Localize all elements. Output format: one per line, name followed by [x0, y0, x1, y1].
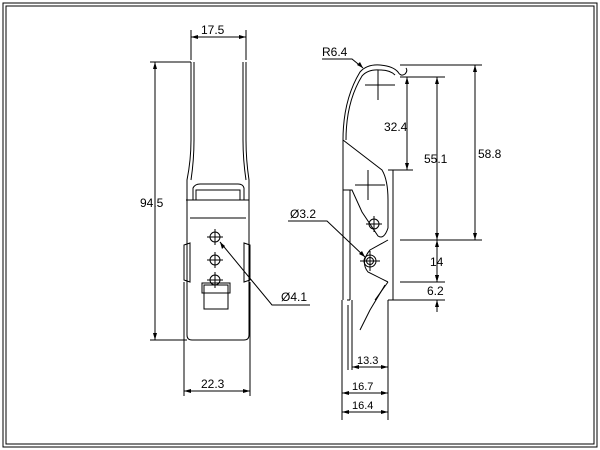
- dim-bottom-width: 22.3: [201, 377, 225, 391]
- dim-13-3: 13.3: [357, 355, 378, 367]
- dim-6-2: 6.2: [427, 284, 444, 298]
- dim-55-1: 55.1: [424, 152, 448, 166]
- dim-16-4: 16.4: [352, 400, 373, 412]
- dim-pivot-diameter: Ø3.2: [290, 207, 316, 221]
- dim-radius: R6.4: [322, 45, 348, 59]
- dim-14: 14: [430, 255, 444, 269]
- dim-58-8: 58.8: [478, 147, 502, 161]
- hole-marks: [207, 229, 223, 288]
- side-view: R6.4 32.4 55.1 58.8 14 6.2 Ø3.2 13.3 16.…: [288, 45, 502, 420]
- dim-top-width: 17.5: [201, 23, 225, 37]
- dim-32-4: 32.4: [384, 120, 408, 134]
- dim-16-7: 16.7: [352, 381, 373, 393]
- inner-frame: [5, 5, 595, 445]
- dim-height: 94.5: [140, 196, 164, 210]
- front-view: 17.5 94.5 22.3 Ø4.1: [140, 23, 310, 396]
- dim-hole-diameter: Ø4.1: [281, 290, 307, 304]
